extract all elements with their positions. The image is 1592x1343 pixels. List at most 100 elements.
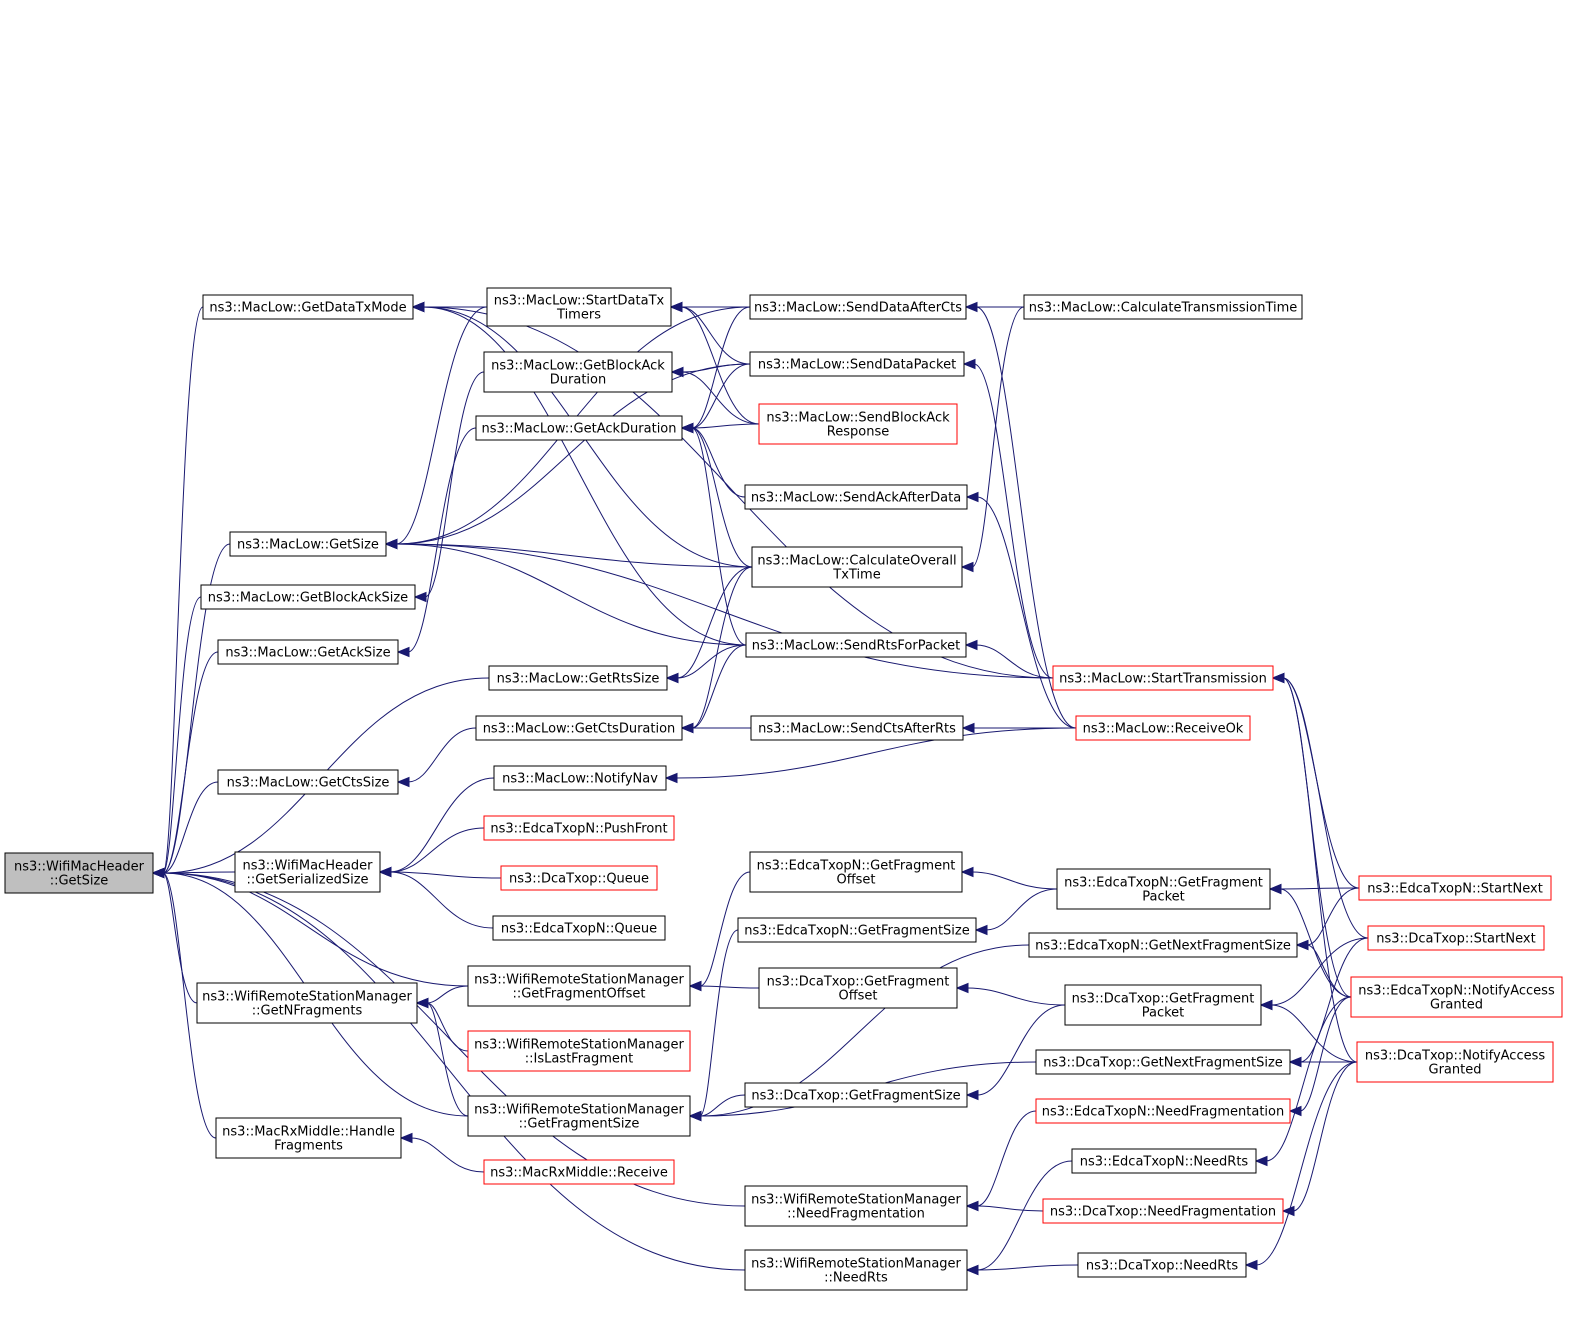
node-getAckDuration[interactable]: ns3::MacLow::GetAckDuration bbox=[475, 415, 683, 441]
node-edcaStartNext[interactable]: ns3::EdcaTxopN::StartNext bbox=[1358, 875, 1552, 901]
call-edge-startTransmission-dcaStartNext bbox=[1271, 672, 1369, 939]
node-sendDataPacket[interactable]: ns3::MacLow::SendDataPacket bbox=[749, 351, 965, 377]
nodes-layer: ns3::WifiMacHeader::GetSize ns3::MacLow::… bbox=[4, 287, 1563, 1291]
node-box bbox=[750, 715, 964, 741]
node-label: ::NeedFragmentation bbox=[787, 1207, 925, 1222]
node-getCtsDuration[interactable]: ns3::MacLow::GetCtsDuration bbox=[475, 715, 683, 741]
node-label: ns3::MacLow::SendCtsAfterRts bbox=[758, 722, 956, 737]
node-label: ns3::DcaTxop::GetFragment bbox=[767, 975, 950, 990]
call-edge-wrsmNeedFragmentation-dcaNeedFragmentation bbox=[965, 1200, 1044, 1212]
node-label: ns3::EdcaTxopN::StartNext bbox=[1367, 882, 1543, 897]
node-wrsmIsLastFragment[interactable]: ns3::WifiRemoteStationManager::IsLastFra… bbox=[467, 1030, 691, 1072]
node-dcaQueue[interactable]: ns3::DcaTxop::Queue bbox=[500, 865, 658, 891]
node-box bbox=[483, 1159, 675, 1185]
node-wrsmGetFragmentOffset[interactable]: ns3::WifiRemoteStationManager::GetFragme… bbox=[467, 965, 691, 1007]
node-getBlockAckSize[interactable]: ns3::MacLow::GetBlockAckSize bbox=[200, 584, 416, 610]
call-edge-calcOverallTxTime-calcTransmissionTime bbox=[960, 306, 1025, 573]
node-edcaQueue[interactable]: ns3::EdcaTxopN::Queue bbox=[492, 915, 666, 941]
node-label: Fragments bbox=[274, 1139, 343, 1154]
node-sendAckAfterData[interactable]: ns3::MacLow::SendAckAfterData bbox=[744, 484, 968, 510]
node-edcaGetNextFragmentSize[interactable]: ns3::EdcaTxopN::GetNextFragmentSize bbox=[1028, 932, 1298, 958]
node-label: ns3::WifiRemoteStationManager bbox=[474, 1103, 684, 1118]
node-getRtsSize[interactable]: ns3::MacLow::GetRtsSize bbox=[488, 665, 668, 691]
call-edge-dcaGetFragmentPacket-dcaNotifyAccessGranted bbox=[1259, 999, 1358, 1063]
node-getSize[interactable]: ns3::MacLow::GetSize bbox=[229, 531, 387, 557]
call-edge-root-getCtsSize bbox=[151, 781, 219, 879]
node-wrsmGetFragmentSize[interactable]: ns3::WifiRemoteStationManager::GetFragme… bbox=[467, 1095, 691, 1137]
node-getNFragments[interactable]: ns3::WifiRemoteStationManager::GetNFragm… bbox=[196, 982, 418, 1024]
node-sendRtsForPacket[interactable]: ns3::MacLow::SendRtsForPacket bbox=[745, 632, 967, 658]
call-edge-sendDataAfterCts-receiveOk bbox=[964, 301, 1077, 729]
node-calcTransmissionTime[interactable]: ns3::MacLow::CalculateTransmissionTime bbox=[1023, 294, 1303, 320]
call-edge-edcaGetFragmentSize-edcaGetFragmentPacket bbox=[974, 888, 1058, 936]
node-box bbox=[744, 1185, 968, 1227]
node-label: ns3::MacLow::GetCtsDuration bbox=[483, 722, 676, 737]
node-receiveOk[interactable]: ns3::MacLow::ReceiveOk bbox=[1075, 715, 1251, 741]
node-notifyNav[interactable]: ns3::MacLow::NotifyNav bbox=[493, 765, 667, 791]
node-sendDataAfterCts[interactable]: ns3::MacLow::SendDataAfterCts bbox=[749, 294, 967, 320]
node-dcaGetNextFragmentSize[interactable]: ns3::DcaTxop::GetNextFragmentSize bbox=[1035, 1049, 1291, 1075]
node-rxMiddleReceive[interactable]: ns3::MacRxMiddle::Receive bbox=[483, 1159, 675, 1185]
node-box bbox=[1356, 1041, 1554, 1083]
node-wrsmNeedRts[interactable]: ns3::WifiRemoteStationManager::NeedRts bbox=[744, 1249, 968, 1291]
node-label: ns3::EdcaTxopN::GetFragmentSize bbox=[744, 924, 970, 939]
node-box bbox=[483, 351, 673, 393]
node-dcaStartNext[interactable]: ns3::DcaTxop::StartNext bbox=[1367, 925, 1545, 951]
node-edcaGetFragmentOffset[interactable]: ns3::EdcaTxopN::GetFragmentOffset bbox=[749, 851, 963, 893]
node-box bbox=[488, 665, 668, 691]
call-edge-notifyNav-receiveOk bbox=[664, 727, 1077, 784]
node-box bbox=[1035, 1098, 1291, 1124]
node-edcaPushFront[interactable]: ns3::EdcaTxopN::PushFront bbox=[483, 815, 675, 841]
node-startTransmission[interactable]: ns3::MacLow::StartTransmission bbox=[1052, 665, 1274, 691]
node-label: ns3::DcaTxop::GetNextFragmentSize bbox=[1043, 1056, 1283, 1071]
node-box bbox=[1035, 1049, 1291, 1075]
node-dcaNeedFragmentation[interactable]: ns3::DcaTxop::NeedFragmentation bbox=[1042, 1198, 1284, 1224]
node-getSerializedSize[interactable]: ns3::WifiMacHeader::GetSerializedSize bbox=[234, 851, 381, 893]
node-label: ns3::MacLow::SendAckAfterData bbox=[751, 491, 961, 506]
node-label: ns3::EdcaTxopN::NeedFragmentation bbox=[1042, 1105, 1284, 1120]
call-edge-getNFragments-wrsmGetFragmentSize bbox=[415, 997, 469, 1117]
call-edge-getSerializedSize-edcaQueue bbox=[378, 866, 494, 929]
node-dcaGetFragmentOffset[interactable]: ns3::DcaTxop::GetFragmentOffset bbox=[758, 967, 958, 1009]
node-root[interactable]: ns3::WifiMacHeader::GetSize bbox=[4, 852, 154, 894]
node-edcaGetFragmentSize[interactable]: ns3::EdcaTxopN::GetFragmentSize bbox=[737, 917, 977, 943]
node-label: ns3::MacLow::GetBlockAckSize bbox=[208, 591, 408, 606]
node-sendCtsAfterRts[interactable]: ns3::MacLow::SendCtsAfterRts bbox=[750, 715, 964, 741]
call-edge-dcaGetFragmentOffset-dcaGetFragmentPacket bbox=[955, 982, 1066, 1006]
call-edge-getSize-startDataTxTimers bbox=[384, 306, 488, 550]
node-label: ns3::MacLow::GetCtsSize bbox=[227, 776, 390, 791]
node-edcaNeedRts[interactable]: ns3::EdcaTxopN::NeedRts bbox=[1071, 1148, 1257, 1174]
node-label: ns3::EdcaTxopN::GetFragment bbox=[1064, 876, 1263, 891]
node-getAckSize[interactable]: ns3::MacLow::GetAckSize bbox=[217, 639, 399, 665]
node-label: ::GetSize bbox=[50, 874, 109, 889]
call-edge-getSize-startTransmission bbox=[384, 538, 1054, 679]
node-label: ns3::MacLow::GetAckSize bbox=[225, 646, 390, 661]
node-getDataTxMode[interactable]: ns3::MacLow::GetDataTxMode bbox=[202, 294, 414, 320]
call-edge-dcaGetFragmentSize-dcaGetFragmentPacket bbox=[965, 1004, 1066, 1101]
node-wrsmNeedFragmentation[interactable]: ns3::WifiRemoteStationManager::NeedFragm… bbox=[744, 1185, 968, 1227]
node-box bbox=[1077, 1252, 1247, 1278]
node-box bbox=[467, 965, 691, 1007]
node-dcaGetFragmentSize[interactable]: ns3::DcaTxop::GetFragmentSize bbox=[744, 1082, 968, 1108]
node-dcaNeedRts[interactable]: ns3::DcaTxop::NeedRts bbox=[1077, 1252, 1247, 1278]
node-box bbox=[751, 546, 963, 588]
node-box bbox=[200, 584, 416, 610]
call-edge-handleFragments-rxMiddleReceive bbox=[399, 1132, 485, 1173]
node-getCtsSize[interactable]: ns3::MacLow::GetCtsSize bbox=[217, 769, 399, 795]
node-label: ns3::MacLow::CalculateTransmissionTime bbox=[1029, 301, 1298, 316]
node-label: ns3::DcaTxop::NotifyAccess bbox=[1365, 1049, 1546, 1064]
node-label: Granted bbox=[1430, 998, 1483, 1013]
node-box bbox=[744, 484, 968, 510]
node-label: ns3::MacLow::GetDataTxMode bbox=[209, 301, 406, 316]
call-edge-getRtsSize-calcOverallTxTime bbox=[665, 566, 753, 684]
node-edcaNeedFragmentation[interactable]: ns3::EdcaTxopN::NeedFragmentation bbox=[1035, 1098, 1291, 1124]
